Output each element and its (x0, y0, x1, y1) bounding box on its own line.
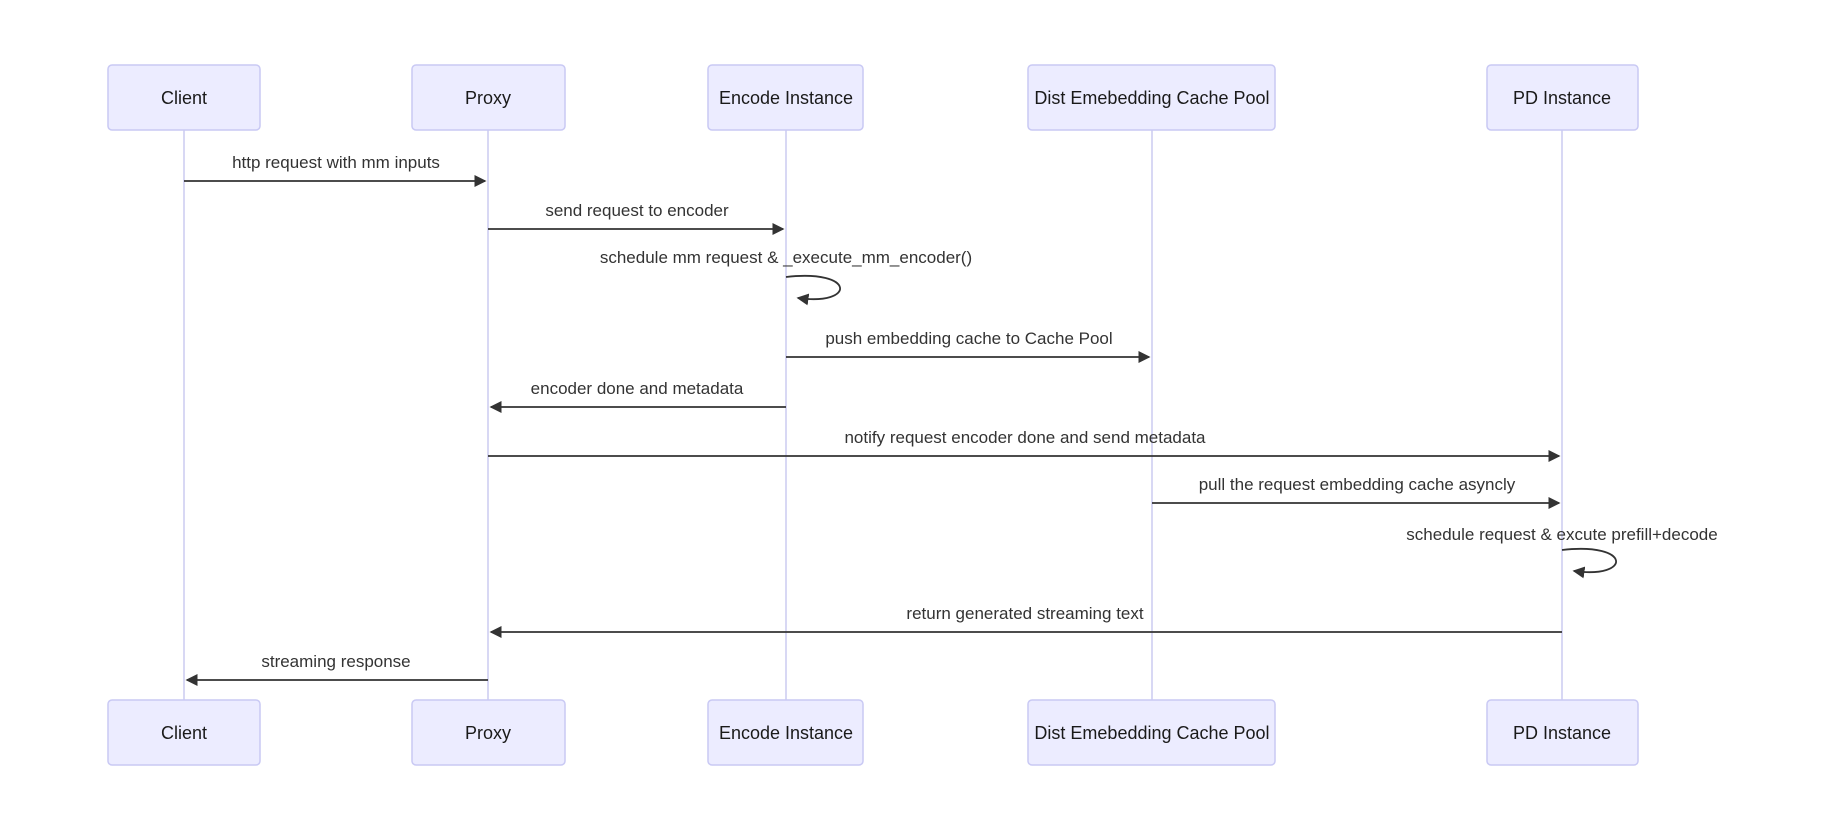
actor-box (707, 64, 864, 131)
message-return-generated-streaming-text: return generated streaming text (489, 604, 1562, 638)
participant-dist-embedding-cache-pool-bottom: Dist Emebedding Cache Pool (1027, 699, 1276, 766)
participant-client-bottom: Client (107, 699, 261, 766)
actor-box (411, 64, 566, 131)
message-send-request-to-encoder: send request to encoder (488, 201, 785, 235)
participant-encode-instance-bottom: Encode Instance (707, 699, 864, 766)
message-label: schedule mm request & _execute_mm_encode… (600, 248, 972, 267)
participant-proxy-bottom: Proxy (411, 699, 566, 766)
message-notify-request-encoder-done-and-send-metadata: notify request encoder done and send met… (488, 428, 1561, 462)
actor-label: PD Instance (1513, 88, 1611, 108)
actor-label: Dist Emebedding Cache Pool (1034, 88, 1269, 108)
actor-box (1027, 699, 1276, 766)
message-label: pull the request embedding cache asyncly (1199, 475, 1516, 494)
message-label: push embedding cache to Cache Pool (825, 329, 1112, 348)
message-streaming-response: streaming response (185, 652, 488, 686)
message-label: streaming response (261, 652, 410, 671)
participant-pd-instance-top: PD Instance (1486, 64, 1639, 131)
participant-pd-instance-bottom: PD Instance (1486, 699, 1639, 766)
message-encoder-done-and-metadata: encoder done and metadata (489, 379, 786, 413)
actor-box (1486, 699, 1639, 766)
message-schedule-mm-request-execute-mm-encoder: schedule mm request & _execute_mm_encode… (600, 248, 972, 306)
actor-box (1027, 64, 1276, 131)
message-label: schedule request & excute prefill+decode (1406, 525, 1717, 544)
participant-proxy-top: Proxy (411, 64, 566, 131)
message-label: http request with mm inputs (232, 153, 440, 172)
participant-dist-embedding-cache-pool-top: Dist Emebedding Cache Pool (1027, 64, 1276, 131)
message-pull-the-request-embedding-cache-asyncly: pull the request embedding cache asyncly (1152, 475, 1561, 509)
actor-label: Client (161, 723, 207, 743)
message-label: return generated streaming text (906, 604, 1143, 623)
participant-encode-instance-top: Encode Instance (707, 64, 864, 131)
message-schedule-request-excute-prefill-decode: schedule request & excute prefill+decode (1406, 525, 1718, 579)
actor-box (1486, 64, 1639, 131)
message-http-request-with-mm-inputs: http request with mm inputs (184, 153, 487, 187)
actor-label: Proxy (465, 723, 511, 743)
message-label: encoder done and metadata (531, 379, 744, 398)
actor-box (707, 699, 864, 766)
message-label: notify request encoder done and send met… (844, 428, 1206, 447)
actor-label: PD Instance (1513, 723, 1611, 743)
actor-label: Proxy (465, 88, 511, 108)
actor-label: Dist Emebedding Cache Pool (1034, 723, 1269, 743)
actor-box (107, 699, 261, 766)
actor-label: Client (161, 88, 207, 108)
participant-client-top: Client (107, 64, 261, 131)
actor-label: Encode Instance (719, 723, 853, 743)
actor-label: Encode Instance (719, 88, 853, 108)
self-loop-arrow (785, 275, 841, 306)
self-loop-arrow (1561, 548, 1617, 579)
actor-box (411, 699, 566, 766)
message-push-embedding-cache-to-cache-pool: push embedding cache to Cache Pool (786, 329, 1151, 363)
message-label: send request to encoder (545, 201, 729, 220)
actor-box (107, 64, 261, 131)
